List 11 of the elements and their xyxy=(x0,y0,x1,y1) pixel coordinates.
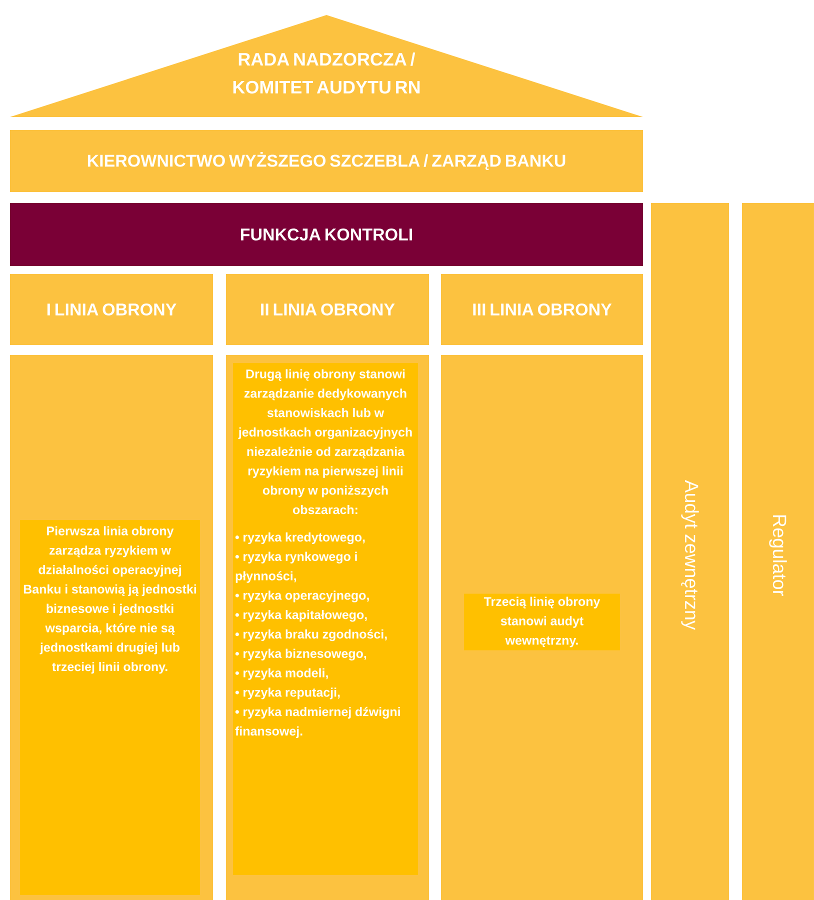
header-box: I LINIA OBRONY xyxy=(10,274,213,345)
column-box: Pierwsza linia obrony zarządza ryzykiem w działalności operacyjnej Banku i stanowią ją jednostki biznesowe i jednostki wsparcia, które nie są jednostkami drugiej lub trzeciej linii obrony. xyxy=(10,355,213,900)
management-band: KIEROWNICTWO WYŻSZEGO SZCZEBLA / ZARZĄD BANKU xyxy=(10,130,643,192)
header-box: II LINIA OBRONY xyxy=(226,274,429,345)
pillar-box: Audyt zewnętrzny xyxy=(651,203,729,900)
control-band: FUNKCJA KONTROLI xyxy=(10,203,643,266)
header-box: III LINIA OBRONY xyxy=(441,274,643,345)
pillar-box: Regulator xyxy=(742,203,814,900)
column-box: Drugą linię obrony stanowi zarządzanie dedykowanych stanowiskach lub w jednostkach organizacyjnych niezależnie od zarządzania ryzykiem na pierwszej linii obrony w poniższych obszarach: • ryzyka kredytowego, • ryzyka rynkowego i płynności, • ryzyka operacyjnego, • ryzyka kapitałowego, • ryzyka braku zgodności, • ryzyka biznesowego, • ryzyka modeli, • ryzyka reputacji, • ryzyka nadmiernej dźwigni finansowej. xyxy=(226,355,429,900)
column-box: Trzecią linię obrony stanowi audyt wewnętrzny. xyxy=(441,355,643,900)
roof-triangle: RADA NADZORCZA / KOMITET AUDYTU RN xyxy=(10,15,643,117)
